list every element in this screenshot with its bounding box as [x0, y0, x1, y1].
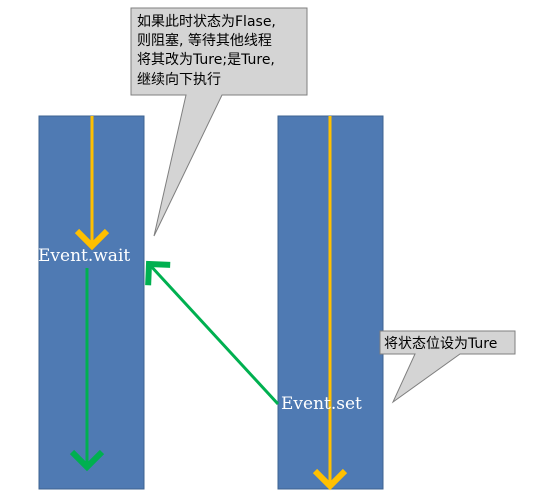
wait-callout-shape	[130, 7, 308, 237]
wait-callout-line-3: 将其改为Ture;是Ture,	[137, 52, 275, 68]
event-set-label: Event.set	[281, 394, 362, 414]
wait-callout-line-1: 如果此时状态为Flase,	[137, 14, 276, 30]
wait-callout-line-4: 继续向下执行	[137, 71, 221, 88]
set-callout-shape	[379, 330, 516, 404]
signal-arrow	[145, 260, 280, 406]
event-wait-label: Event.wait	[38, 246, 130, 266]
wait-callout-line-2: 则阻塞, 等待其他线程	[137, 32, 272, 49]
set-callout-text: 将状态位设为Ture	[384, 336, 497, 352]
